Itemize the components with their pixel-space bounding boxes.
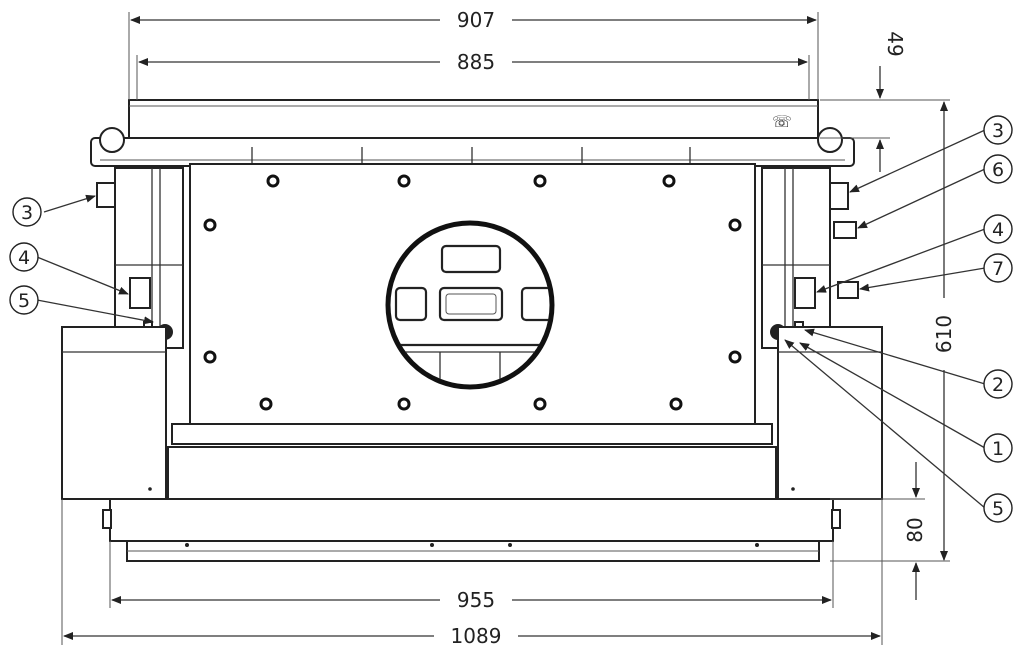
svg-text:4: 4 bbox=[18, 247, 30, 269]
leader-lines bbox=[36, 129, 986, 509]
dimensions bbox=[61, 12, 950, 645]
svg-text:5: 5 bbox=[992, 498, 1004, 520]
callout-right-6: 6 bbox=[983, 154, 1013, 184]
callout-right-3: 3 bbox=[983, 115, 1013, 145]
callout-right-4: 4 bbox=[983, 214, 1013, 244]
dim-1089-label: 1089 bbox=[451, 624, 502, 648]
dim-49-label: 49 bbox=[883, 31, 907, 56]
svg-text:4: 4 bbox=[992, 219, 1004, 241]
callouts: 3 4 5 3 6 4 7 2 bbox=[9, 115, 1013, 523]
svg-text:3: 3 bbox=[21, 202, 33, 224]
callout-right-5: 5 bbox=[983, 493, 1013, 523]
lower-right-box bbox=[777, 326, 883, 500]
dim-80-label: 80 bbox=[903, 517, 927, 542]
svg-text:2: 2 bbox=[992, 374, 1004, 396]
callout-left-3: 3 bbox=[12, 197, 42, 227]
right-housing bbox=[761, 167, 859, 349]
callout-right-2: 2 bbox=[983, 369, 1013, 399]
dim-907-label: 907 bbox=[457, 8, 495, 32]
dimension-labels: 907 885 49 610 80 955 1089 bbox=[434, 8, 956, 648]
center-opening bbox=[385, 220, 555, 390]
bottom-tray bbox=[102, 498, 841, 562]
svg-text:5: 5 bbox=[18, 290, 30, 312]
phone-logo-icon: ☏ bbox=[772, 112, 792, 131]
lower-left-box bbox=[61, 326, 167, 500]
dim-610-label: 610 bbox=[932, 315, 956, 353]
mounting-holes bbox=[203, 174, 742, 411]
callout-right-7: 7 bbox=[983, 253, 1013, 283]
dim-885-label: 885 bbox=[457, 50, 495, 74]
top-tabs bbox=[251, 147, 691, 164]
svg-text:6: 6 bbox=[992, 159, 1004, 181]
svg-text:3: 3 bbox=[992, 120, 1004, 142]
dim-955-label: 955 bbox=[457, 588, 495, 612]
callout-left-4: 4 bbox=[9, 242, 39, 272]
svg-text:1: 1 bbox=[992, 438, 1004, 460]
callout-left-5: 5 bbox=[9, 285, 39, 315]
svg-text:7: 7 bbox=[992, 258, 1004, 280]
left-housing bbox=[96, 167, 184, 349]
callout-right-1: 1 bbox=[983, 433, 1013, 463]
